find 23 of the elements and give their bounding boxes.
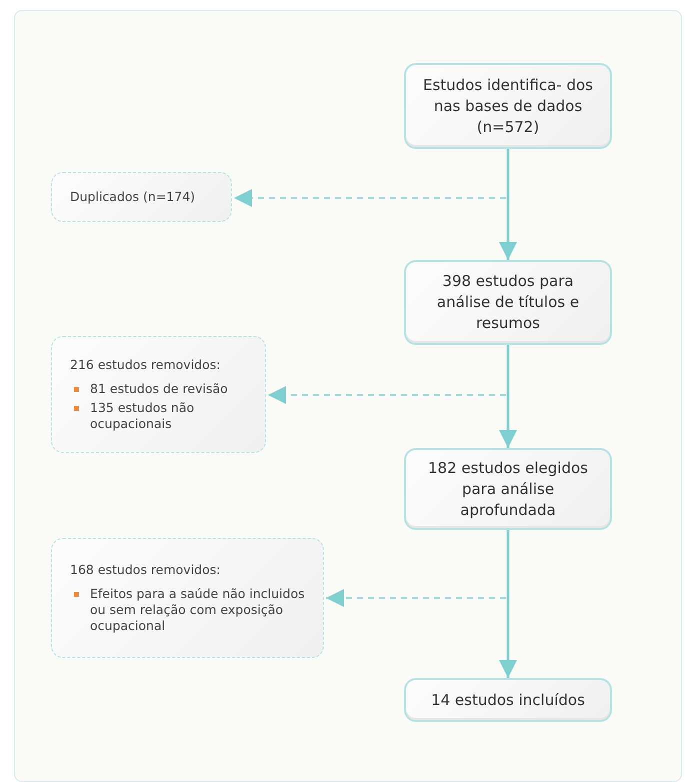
list-heading: 216 estudos removidos: bbox=[70, 357, 222, 373]
exclusion-box bbox=[51, 538, 324, 658]
box-text: 14 estudos incluídos bbox=[430, 690, 586, 710]
list-item-text: Efeitos para a saúde não incluidos ou sem relação com exposição ocupacional bbox=[90, 586, 305, 634]
box-text: 182 estudos elegidos para análise aprofundada bbox=[427, 458, 589, 520]
exclusion-box bbox=[51, 336, 266, 453]
process-box bbox=[404, 448, 612, 530]
list-heading: 168 estudos removidos: bbox=[70, 562, 222, 578]
process-box bbox=[404, 678, 612, 722]
process-box bbox=[404, 260, 612, 345]
process-box bbox=[404, 63, 612, 149]
list-item-text: 81 estudos de revisão bbox=[90, 381, 228, 397]
dashed-arrow bbox=[268, 386, 506, 404]
dashed-arrow bbox=[326, 589, 506, 607]
arrow bbox=[499, 149, 517, 260]
box-text: 398 estudos para análise de títulos e resumos bbox=[436, 271, 580, 334]
dashed-arrow bbox=[234, 189, 506, 207]
arrow bbox=[499, 530, 517, 678]
exclusion-box bbox=[51, 172, 232, 222]
box-text: Duplicados (n=174) bbox=[70, 189, 196, 205]
arrow bbox=[499, 345, 517, 448]
box-text: Estudos identifica- dos nas bases de dados (n=572) bbox=[422, 74, 594, 138]
list-item-text: 135 estudos não ocupacionais bbox=[90, 400, 196, 432]
